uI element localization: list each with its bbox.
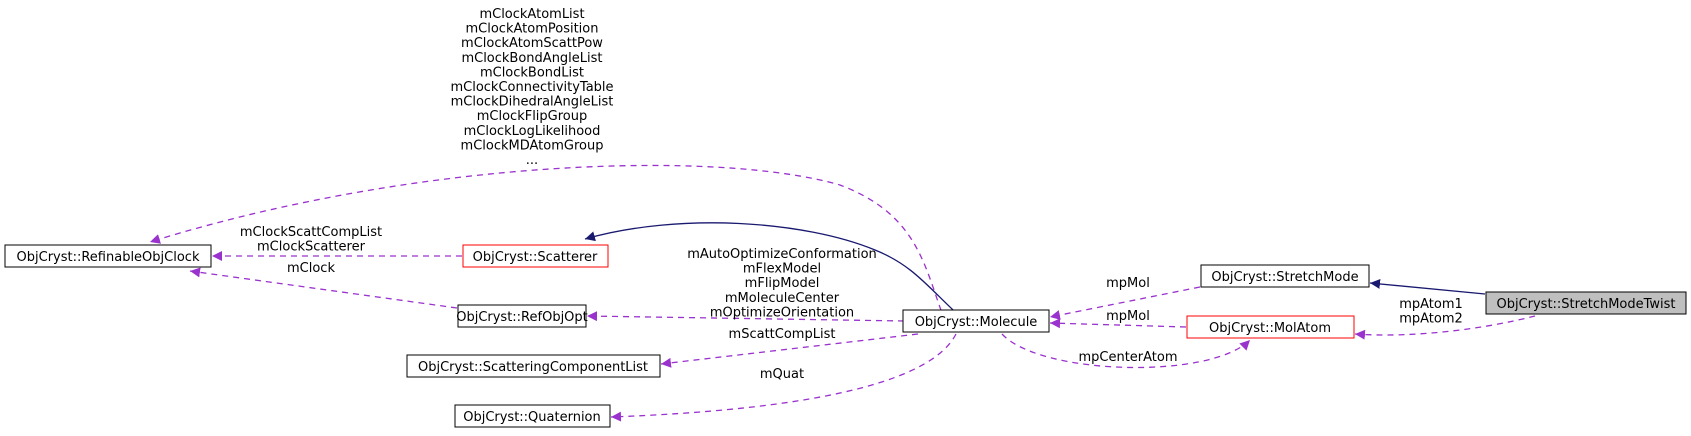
edge-label-line: mpCenterAtom xyxy=(1078,350,1177,365)
edge-label-line: mClockFlipGroup xyxy=(477,109,588,124)
edge-label-line: mClockConnectivityTable xyxy=(450,80,613,95)
edge-twist-to-molatom xyxy=(1354,315,1536,340)
edge-molecule-to-refobjopt xyxy=(586,311,905,322)
edge-label-line: mClockMDAtomGroup xyxy=(461,138,604,153)
edge-molecule-inherits-scatterer xyxy=(584,222,966,322)
edge-label-line: mClockBondList xyxy=(480,65,584,80)
svg-text:ObjCryst::Molecule: ObjCryst::Molecule xyxy=(915,315,1038,330)
label-molecule-to-molatom: mpCenterAtom xyxy=(1078,350,1177,365)
node-scattering-component-list[interactable]: ObjCryst::ScatteringComponentList xyxy=(406,354,661,378)
node-quaternion[interactable]: ObjCryst::Quaternion xyxy=(454,404,611,428)
label-refobjopt-to-clock: mClock xyxy=(287,261,335,276)
edge-molecule-to-molatom xyxy=(1001,333,1251,369)
label-stretchmode-to-molecule: mpMol xyxy=(1106,276,1150,291)
edge-label-line: mpMol xyxy=(1106,309,1150,324)
svg-text:ObjCryst::ScatteringComponentL: ObjCryst::ScatteringComponentList xyxy=(418,360,648,375)
label-molecule-to-quaternion: mQuat xyxy=(760,367,804,382)
svg-text:ObjCryst::RefObjOpt: ObjCryst::RefObjOpt xyxy=(456,310,588,325)
edge-label-line: mMoleculeCenter xyxy=(725,291,840,306)
edge-label-line: mFlipModel xyxy=(745,276,820,291)
edge-label-line: mQuat xyxy=(760,367,804,382)
edge-label-line: mClockAtomPosition xyxy=(466,22,599,37)
edge-molecule-to-quaternion xyxy=(610,333,957,422)
edge-label-line: mClockBondAngleList xyxy=(461,51,602,66)
edge-twist-inherits-stretchmode xyxy=(1369,278,1486,295)
edge-refobjopt-to-clock xyxy=(189,267,458,309)
node-mol-atom[interactable]: ObjCryst::MolAtom xyxy=(1186,315,1355,339)
node-molecule[interactable]: ObjCryst::Molecule xyxy=(902,309,1050,333)
edge-label-line: mClock xyxy=(287,261,335,276)
edge-label-line: mClockLogLikelihood xyxy=(464,124,601,139)
node-ref-obj-opt[interactable]: ObjCryst::RefObjOpt xyxy=(456,304,588,328)
node-refinable-obj-clock[interactable]: ObjCryst::RefinableObjClock xyxy=(4,244,212,268)
edge-label-line: mClockDihedralAngleList xyxy=(451,95,614,110)
edge-label-line: mClockScatterer xyxy=(257,240,366,255)
svg-text:ObjCryst::MolAtom: ObjCryst::MolAtom xyxy=(1209,321,1331,336)
edge-label-line: mAutoOptimizeConformation xyxy=(687,247,877,262)
edge-label-line: mClockAtomList xyxy=(479,7,584,22)
label-molatom-to-molecule: mpMol xyxy=(1106,309,1150,324)
svg-text:ObjCryst::StretchModeTwist: ObjCryst::StretchModeTwist xyxy=(1496,297,1675,312)
node-stretch-mode[interactable]: ObjCryst::StretchMode xyxy=(1200,264,1370,288)
edge-label-line: mScattCompList xyxy=(729,327,836,342)
edge-label-line: mClockScattCompList xyxy=(240,225,382,240)
edge-label-line: mOptimizeOrientation xyxy=(710,305,854,320)
edge-label-line: mFlexModel xyxy=(743,262,821,277)
svg-text:ObjCryst::Quaternion: ObjCryst::Quaternion xyxy=(463,410,601,425)
node-stretch-mode-twist[interactable]: ObjCryst::StretchModeTwist xyxy=(1485,291,1687,315)
edge-label-line: mpAtom1 xyxy=(1399,297,1463,312)
edge-molatom-to-molecule xyxy=(1049,318,1187,329)
label-molecule-to-scattcomplist: mScattCompList xyxy=(729,327,836,342)
svg-text:ObjCryst::RefinableObjClock: ObjCryst::RefinableObjClock xyxy=(17,250,200,265)
edge-stretchmode-to-molecule xyxy=(1049,286,1201,320)
node-scatterer[interactable]: ObjCryst::Scatterer xyxy=(462,244,609,268)
edge-molecule-to-clock xyxy=(149,164,946,322)
edge-label-line: ... xyxy=(526,153,538,168)
edge-label-line: mClockAtomScattPow xyxy=(461,36,603,51)
edge-label-line: mpAtom2 xyxy=(1399,312,1463,327)
edge-label-line: mpMol xyxy=(1106,276,1150,291)
svg-text:ObjCryst::StretchMode: ObjCryst::StretchMode xyxy=(1211,270,1358,285)
svg-text:ObjCryst::Scatterer: ObjCryst::Scatterer xyxy=(473,250,598,265)
